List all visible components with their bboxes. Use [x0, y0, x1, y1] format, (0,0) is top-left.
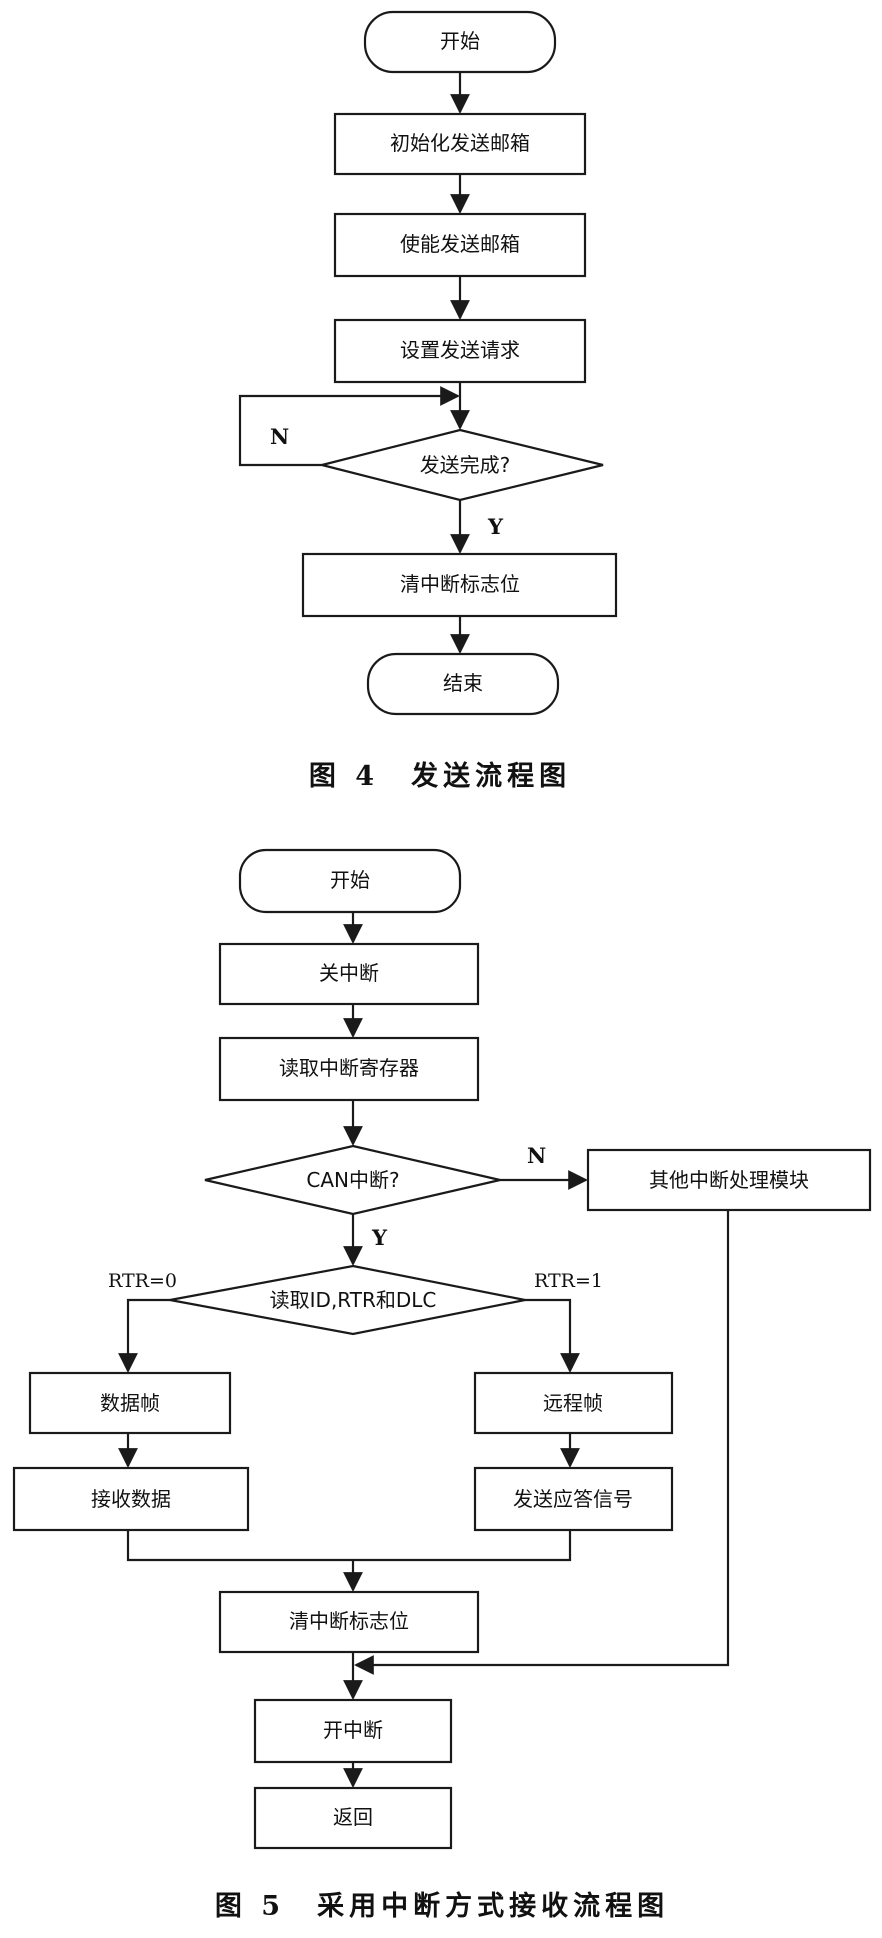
f4-loop-n-line [238, 386, 460, 467]
f4-set-request-label: 设置发送请求 [400, 338, 520, 362]
f4-clear-flag-box [301, 552, 618, 618]
f5-start-label: 开始 [330, 868, 370, 892]
f4-caption: 图 4 发送流程图 [309, 760, 571, 792]
f4-end-node [366, 652, 560, 716]
f4-enable-mailbox-label: 使能发送邮箱 [400, 232, 520, 256]
f5-can-int-label: CAN中断? [306, 1168, 399, 1192]
f5-recv-data-label: 接收数据 [91, 1487, 171, 1511]
f5-enable-int-box [253, 1698, 453, 1764]
f4-label-n: N [270, 424, 289, 449]
f5-arrow-rtr0 [118, 1298, 170, 1373]
f5-return-box [253, 1786, 453, 1850]
f5-other-module-box [586, 1148, 872, 1212]
f5-data-frame-box [28, 1371, 232, 1435]
f4-start-label: 开始 [440, 29, 480, 53]
f5-read-reg-label: 读取中断寄存器 [279, 1056, 419, 1080]
f4-set-request-box [333, 318, 587, 384]
f5-disable-int-label: 关中断 [319, 961, 379, 985]
f4-end-label: 结束 [443, 671, 483, 695]
f5-merge-line [126, 1530, 572, 1562]
f5-arrow-rtr1 [525, 1298, 580, 1373]
figure-5: 开始 关中断 读取中断寄存器 CAN中断? N 其他中断处理模块 Y 读取ID,… [12, 848, 872, 1922]
figure-4: 开始 初始化发送邮箱 使能发送邮箱 设置发送请求 N 发送完成? Y 清中断标志… [238, 10, 618, 792]
f5-other-return-line [354, 1210, 730, 1675]
f5-enable-int-label: 开中断 [323, 1718, 383, 1742]
f5-send-ack-box [473, 1466, 674, 1532]
f5-label-n: N [527, 1143, 546, 1168]
f5-clear-flag-box [218, 1590, 480, 1654]
f5-return-label: 返回 [333, 1805, 373, 1829]
f4-label-y: Y [487, 514, 504, 539]
f5-remote-frame-box [473, 1371, 674, 1435]
f5-data-frame-label: 数据帧 [100, 1391, 160, 1415]
f5-start-node [238, 848, 462, 914]
f5-clear-flag-label: 清中断标志位 [289, 1609, 409, 1633]
f4-init-mailbox-label: 初始化发送邮箱 [390, 131, 530, 155]
f5-remote-frame-label: 远程帧 [543, 1391, 603, 1415]
f5-caption: 图 5 采用中断方式接收流程图 [215, 1890, 669, 1922]
f5-rtr0-label: RTR=0 [108, 1270, 177, 1292]
f5-read-id-diamond [169, 1264, 526, 1336]
f5-label-y: Y [371, 1225, 388, 1250]
f5-disable-int-box [218, 942, 480, 1006]
f5-rtr1-label: RTR=1 [534, 1270, 603, 1292]
f5-read-reg-box [218, 1036, 480, 1102]
f4-clear-flag-label: 清中断标志位 [400, 572, 520, 596]
f5-read-id-label: 读取ID,RTR和DLC [270, 1288, 437, 1312]
f5-other-module-label: 其他中断处理模块 [649, 1168, 809, 1192]
f5-recv-data-box [12, 1466, 250, 1532]
f4-send-done-label: 发送完成? [420, 453, 511, 477]
f4-init-mailbox-box [333, 112, 587, 176]
f5-send-ack-label: 发送应答信号 [513, 1487, 633, 1511]
